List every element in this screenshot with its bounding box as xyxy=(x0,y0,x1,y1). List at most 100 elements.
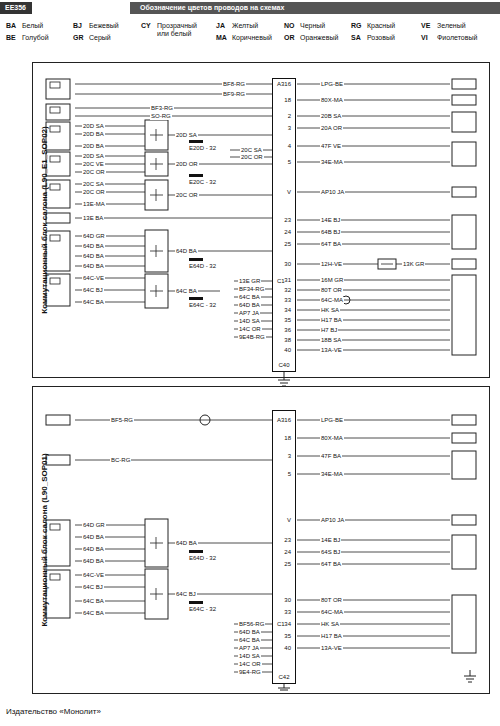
wire-label: 20D OR xyxy=(175,161,199,168)
wire-label: AP10 JA xyxy=(320,189,345,196)
wire-label: 20C VE xyxy=(82,161,105,168)
wire-label: 20D SA xyxy=(82,153,105,160)
color-name: Серый xyxy=(88,34,112,42)
wire-label: 14E BJ xyxy=(320,537,341,544)
wire-label: 14D SA xyxy=(238,653,261,660)
wire-label: 13E GR xyxy=(238,278,261,285)
color-name: Голубой xyxy=(21,34,50,42)
pin-number: 33 xyxy=(283,609,292,616)
wire-label: HK SA xyxy=(320,621,340,628)
wire-label: 18B SA xyxy=(320,337,342,344)
color-code: RG xyxy=(350,22,363,30)
wire xyxy=(75,218,273,219)
wire-label: E64C - 32 xyxy=(188,302,217,309)
pin-number: 3 xyxy=(287,453,292,460)
wire-label: 13A-VE xyxy=(320,645,343,652)
color-name: Коричневый xyxy=(231,34,273,42)
pin-number: 25 xyxy=(283,241,292,248)
wire-label: 34E-MA xyxy=(320,471,344,478)
wire-label: 13E-MA xyxy=(82,201,106,208)
pin-number: 25 xyxy=(283,561,292,568)
wire-label: 80X-MA xyxy=(320,435,344,442)
connector-inner xyxy=(50,82,60,580)
wire-label: BF3-RG xyxy=(150,105,174,112)
color-code: VE xyxy=(420,22,431,30)
wire-label: 64C-VE xyxy=(82,572,105,579)
wire-label: 20C SA xyxy=(240,147,263,154)
color-name: Прозрачный или белый xyxy=(156,22,210,38)
color-code: OR xyxy=(283,34,296,42)
wire-label: E20C - 32 xyxy=(188,179,217,186)
wire-label: BC-RG xyxy=(110,457,131,464)
publisher-note: Издательство «Монолит» xyxy=(5,707,102,717)
wire-label: 16M GR xyxy=(320,277,344,284)
wire-label: AP10 JA xyxy=(320,517,345,524)
color-name: Зеленый xyxy=(436,22,467,30)
color-code: SA xyxy=(350,34,362,42)
color-name: Розовый xyxy=(366,34,396,42)
wire-label: 20D BA xyxy=(82,143,105,150)
fuses xyxy=(189,140,203,604)
wire-label: 20C SA xyxy=(82,181,105,188)
page-tab xyxy=(0,2,32,14)
pin-number: 35 xyxy=(283,317,292,324)
pin-number: 34 xyxy=(283,307,292,314)
wire-label: 20C OR xyxy=(82,169,106,176)
pin-number: 5 xyxy=(287,471,292,478)
wire-label: 64S BJ xyxy=(320,549,341,556)
wire-label: H17 BA xyxy=(320,633,343,640)
wire-label: BF9-RG xyxy=(222,91,246,98)
color-code: BJ xyxy=(72,22,83,30)
wire-label: 64T BA xyxy=(320,561,342,568)
left-connectors xyxy=(46,79,70,618)
pin-number: C1 xyxy=(276,621,286,628)
pin-number: 23 xyxy=(283,217,292,224)
wire-label: 47F BA xyxy=(320,453,342,460)
wire-label: 20C OR xyxy=(175,192,199,199)
wire-label: E64C - 32 xyxy=(188,606,217,613)
panel-title: Коммутационный блок салона (L90_E1_SOP02… xyxy=(40,126,50,313)
pin-number: 30 xyxy=(283,597,292,604)
wire-label: 64C BA xyxy=(175,288,198,295)
wire-label: 14C OR xyxy=(238,326,262,333)
wire-label: 64D BA xyxy=(82,263,105,270)
splice-boxes xyxy=(145,120,396,619)
wire-label: BF8-RG xyxy=(222,81,246,88)
wire-label: E64D - 32 xyxy=(188,555,217,562)
pin-number: 5 xyxy=(287,159,292,166)
wire-label: 80T OR xyxy=(320,287,343,294)
wire-label: 64C-VE xyxy=(82,275,105,282)
pin-number: 34 xyxy=(283,621,292,628)
page-title: Обозначение цветов проводов на схемах xyxy=(140,4,284,12)
wire-label: 20C OR xyxy=(82,189,106,196)
wire-label: E20D - 32 xyxy=(188,145,217,152)
page-number: EE356 xyxy=(4,4,27,12)
color-code: VI xyxy=(420,34,429,42)
wire-label: 20D SA xyxy=(82,123,105,130)
wire-label: BF56-RG xyxy=(238,621,265,628)
wire-label: LPG-BE xyxy=(320,81,344,88)
wire-label: 64D BA xyxy=(238,629,261,636)
wire-label: 64C BJ xyxy=(82,287,104,294)
wire-label: 80X-MA xyxy=(320,97,344,104)
wire-label: 20A OR xyxy=(320,125,343,132)
panel-title: Коммутационный блок салона (L90_SOP01) xyxy=(40,453,50,626)
wire-label: 14E BJ xyxy=(320,217,341,224)
color-name: Черный xyxy=(299,22,326,30)
connector-number: C42 xyxy=(278,674,289,681)
wire-label: 64B BJ xyxy=(320,229,341,236)
wire-label: 9E4B-RG xyxy=(238,334,266,341)
wire-label: 64T BA xyxy=(320,241,342,248)
pin-number: 31 xyxy=(283,277,292,284)
pin-number: 16 xyxy=(283,81,292,88)
pin-number: 23 xyxy=(283,537,292,544)
connector-block: C40 xyxy=(272,78,296,372)
wire-label: 20D SA xyxy=(175,132,198,139)
connector-block: C42 xyxy=(272,410,296,684)
pin-number: 33 xyxy=(283,297,292,304)
pin-number: 40 xyxy=(283,645,292,652)
wire-label: 64C BA xyxy=(82,299,105,306)
right-connectors xyxy=(452,79,476,653)
wire-label: 64D BA xyxy=(82,534,105,541)
color-code: BE xyxy=(5,34,17,42)
